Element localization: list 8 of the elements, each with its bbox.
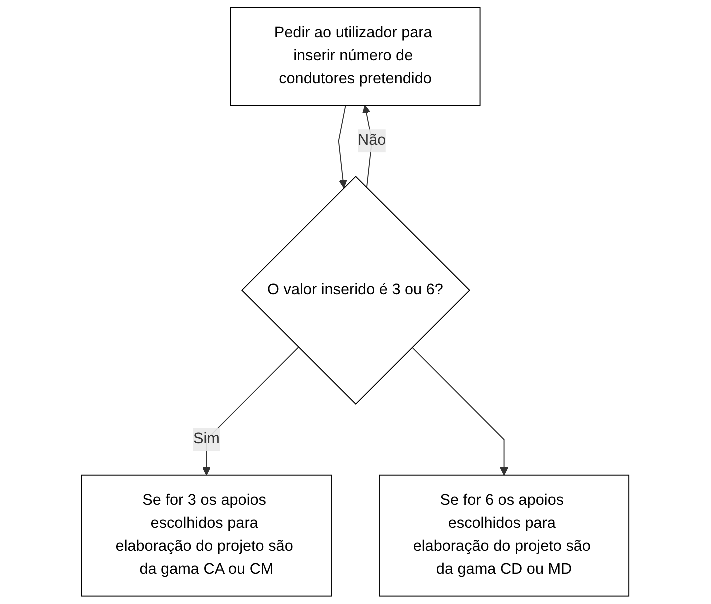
edge-label: Não xyxy=(358,132,386,149)
node-box: Se for 6 os apoios escolhidos para elaboração do projeto são da gama CD ou MD xyxy=(379,474,630,597)
arrow xyxy=(412,347,508,476)
node-box: Se for 3 os apoios escolhidos para elaboração do projeto são da gama CA ou CM xyxy=(81,474,332,597)
node-box: Pedir ao utilizador para inserir número de condutores pretendido xyxy=(230,7,481,106)
edge-label: Sim xyxy=(193,431,220,448)
node-diamond: O valor inserido é 3 ou 6? xyxy=(241,176,471,406)
arrow xyxy=(338,105,348,188)
